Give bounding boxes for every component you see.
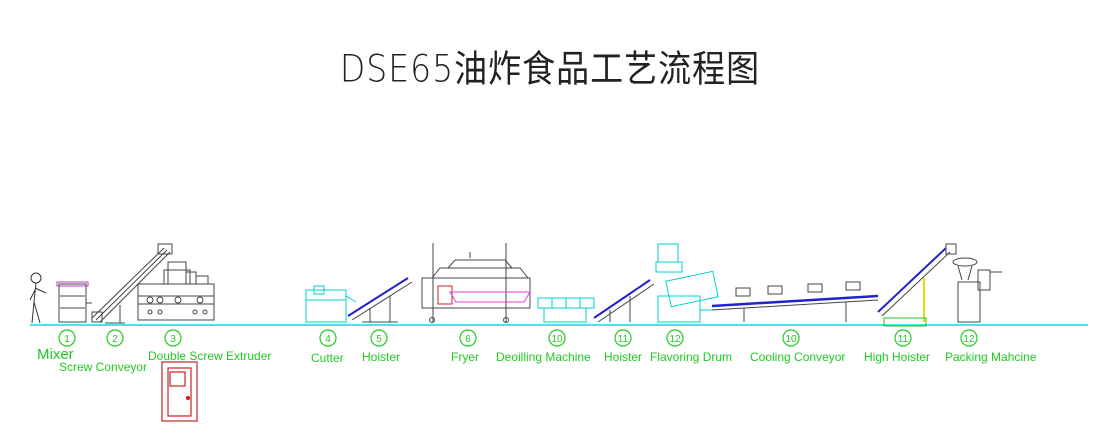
- step-badge-1: [58, 329, 76, 347]
- step-num-12: 12: [963, 334, 975, 345]
- step-num-11: 11: [898, 334, 909, 345]
- high-hoister-machine: [877, 243, 957, 327]
- fryer-machine: [421, 243, 531, 323]
- step-badge-3: [164, 329, 182, 347]
- step-badge-12: [960, 329, 978, 347]
- step-badge-4: [319, 329, 337, 347]
- step-label-hoister-1: Hoister: [362, 350, 401, 364]
- flavoring-drum-machine: [655, 243, 719, 323]
- step-number-badges: [58, 329, 978, 347]
- step-badge-10: [782, 329, 800, 347]
- screw-conveyor-machine: [91, 243, 173, 324]
- step-label-cooling-conveyor: Cooling Conveyor: [750, 350, 846, 364]
- step-badge-2: [106, 329, 124, 347]
- step-badge-6: [459, 329, 477, 347]
- person-figure: [29, 272, 47, 324]
- step-num-1: 1: [64, 334, 70, 345]
- deoiling-machine: [537, 297, 595, 323]
- step-num-4: 4: [325, 334, 331, 345]
- step-label-packing-machine: Packing Mahcine: [945, 350, 1037, 364]
- door-icon: [161, 361, 198, 422]
- page-title: DSE65油炸食品工艺流程图: [339, 46, 761, 91]
- step-label-cutter: Cutter: [311, 351, 344, 365]
- extruder-machine: [137, 261, 215, 321]
- step-number-texts: 1 2 3 4 5 6 10 11 12 10 11 12: [64, 334, 975, 345]
- step-label-screw-conveyor: Screw Conveyor: [59, 360, 148, 374]
- cooling-conveyor-machine: [711, 281, 879, 322]
- hoister-machine-2: [593, 279, 655, 323]
- step-num-2: 2: [112, 334, 118, 345]
- step-label-high-hoister: High Hoister: [864, 350, 931, 364]
- step-label-hoister-2: Hoister: [604, 350, 643, 364]
- step-badge-9: [666, 329, 684, 347]
- step-num-9: 12: [669, 334, 681, 345]
- step-label-extruder: Double Screw Extruder: [148, 349, 272, 363]
- step-num-8: 11: [618, 334, 629, 345]
- step-badge-5: [370, 329, 388, 347]
- step-num-5: 5: [376, 334, 382, 345]
- packing-machine: [952, 257, 1002, 323]
- cutter-machine: [305, 285, 357, 323]
- step-label-deoiling: Deoilling Machine: [496, 350, 591, 364]
- step-num-10: 10: [785, 334, 797, 345]
- step-num-3: 3: [170, 334, 176, 345]
- hoister-machine-1: [347, 277, 413, 323]
- step-label-flavoring-drum: Flavoring Drum: [650, 350, 733, 364]
- step-badge-7: [548, 329, 566, 347]
- step-badge-11: [894, 329, 912, 347]
- step-label-mixer: Mixer: [37, 346, 74, 363]
- step-num-6: 6: [465, 334, 471, 345]
- step-num-7: 10: [551, 334, 563, 345]
- step-label-fryer: Fryer: [451, 350, 479, 364]
- step-badge-8: [614, 329, 632, 347]
- mixer-machine: [56, 281, 92, 323]
